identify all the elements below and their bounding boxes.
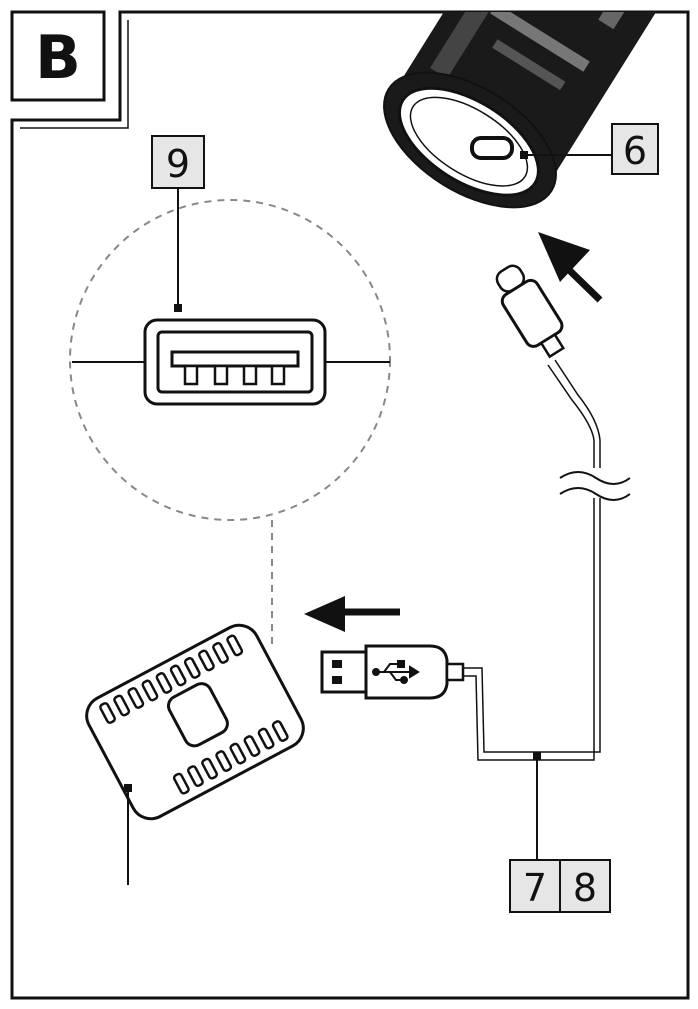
- usb-a-plug: [320, 644, 465, 700]
- callout-9-label: 9: [166, 142, 190, 186]
- power-adapter: [85, 623, 305, 885]
- callout-8-label: 8: [573, 866, 597, 910]
- panel-letter-box: B: [10, 10, 106, 102]
- diagram-frame: [10, 10, 690, 1000]
- arrow-left-icon: [304, 596, 400, 632]
- callout-6: 6: [520, 123, 659, 175]
- callout-7-label: 7: [523, 866, 547, 910]
- usb-cable: [463, 359, 601, 761]
- usb-icon: [372, 660, 420, 684]
- zoom-circle: [69, 199, 391, 521]
- flashlight-device: [383, 12, 685, 209]
- device-usb-port: [470, 136, 514, 160]
- callout-6-label: 6: [623, 129, 647, 173]
- callout-9: 9: [151, 135, 205, 312]
- cable-break-mark: [559, 468, 631, 501]
- callout-7-8: 7 8: [509, 752, 611, 913]
- usb-c-plug: [495, 264, 566, 359]
- arrow-up-left-icon: [538, 232, 603, 303]
- diagram-frame-inner: [20, 20, 129, 129]
- panel-letter: B: [35, 23, 81, 93]
- usb-a-port: [72, 318, 390, 406]
